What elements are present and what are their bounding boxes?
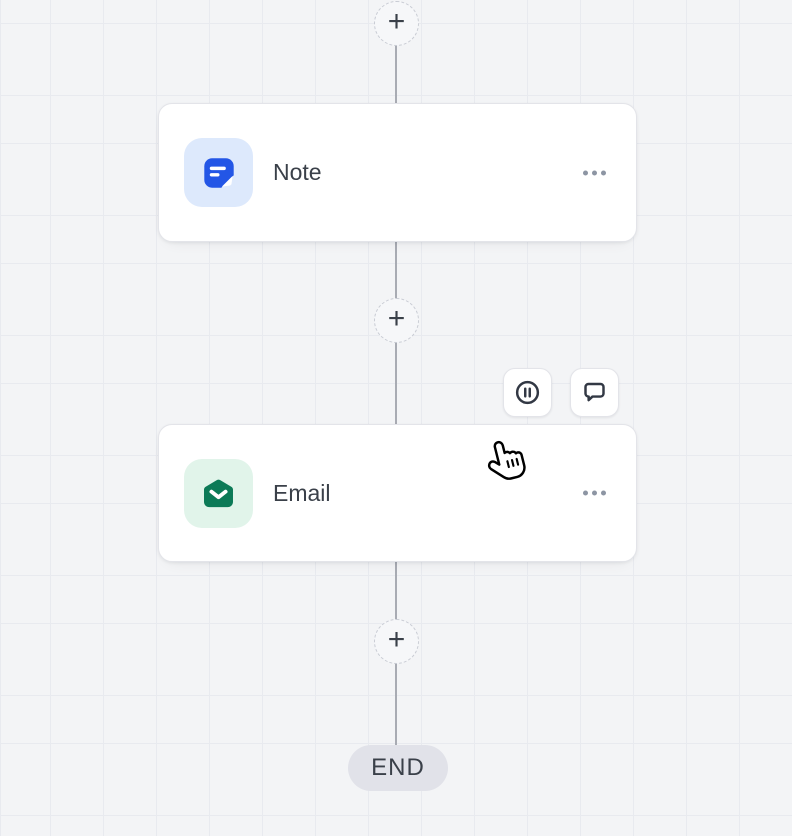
node-more-menu-button[interactable]	[577, 162, 612, 183]
ellipsis-icon	[583, 170, 588, 175]
add-step-button-middle[interactable]: +	[374, 298, 419, 343]
connector-line	[395, 22, 397, 768]
email-icon	[204, 479, 233, 507]
end-badge-label: END	[371, 754, 425, 781]
email-icon-tile	[184, 458, 253, 528]
plus-icon: +	[387, 5, 406, 38]
note-icon-tile	[184, 138, 253, 207]
node-label: Email	[273, 479, 331, 506]
plus-icon: +	[387, 623, 406, 656]
comment-step-button[interactable]	[570, 368, 619, 417]
note-icon	[203, 157, 234, 188]
hand-pointer-cursor	[487, 440, 526, 480]
node-more-menu-button[interactable]	[577, 483, 612, 504]
add-step-button-bottom[interactable]: +	[374, 619, 419, 664]
ellipsis-icon	[583, 490, 588, 496]
pause-icon	[515, 380, 540, 405]
pause-step-button[interactable]	[503, 368, 552, 417]
workflow-node-note[interactable]: Note	[158, 103, 637, 242]
node-label: Note	[273, 159, 322, 185]
end-badge: END	[348, 745, 448, 791]
add-step-button-top[interactable]: +	[374, 1, 419, 46]
comment-icon	[584, 382, 605, 402]
workflow-node-email[interactable]: Email	[158, 424, 637, 562]
plus-icon: +	[387, 302, 406, 335]
